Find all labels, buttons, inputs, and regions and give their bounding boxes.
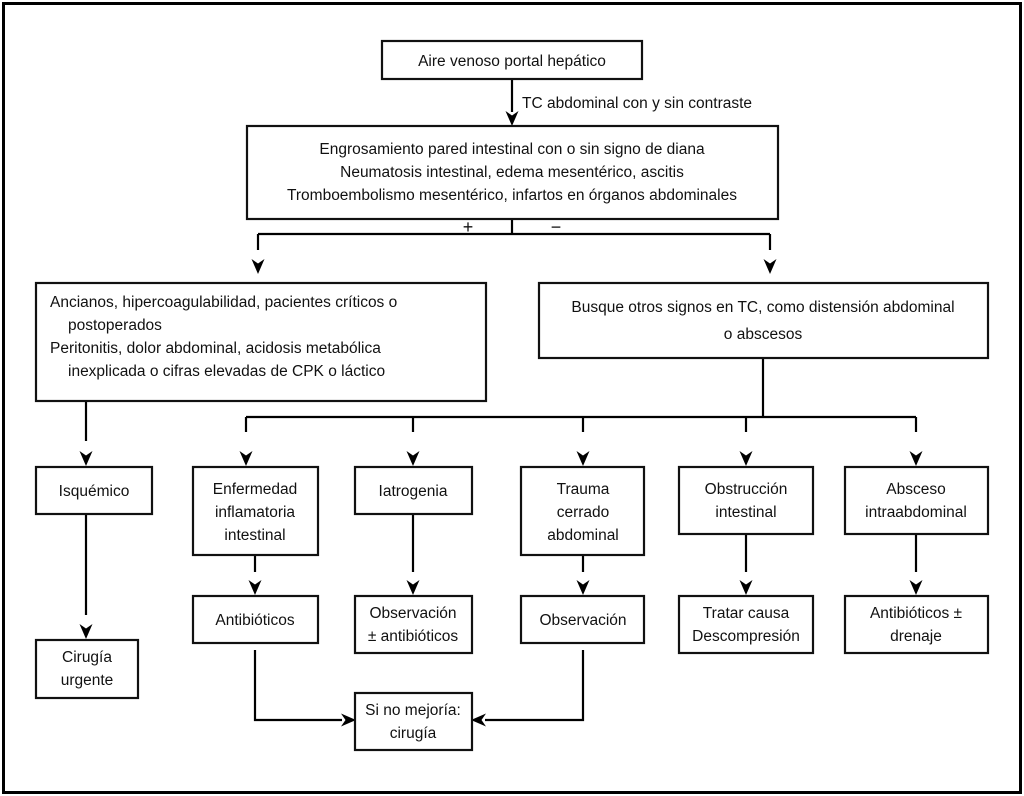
node-ibd-line-0: Enfermedad <box>213 481 297 498</box>
node-negative-branch[interactable]: Busque otros signos en TC, como distensi… <box>537 281 990 360</box>
node-urgent-surgery-box[interactable] <box>34 638 140 700</box>
node-negative-branch-line-1: o abscesos <box>724 326 803 343</box>
edge-root-to-findings <box>505 79 519 126</box>
node-urgent-surgery-line-0: Cirugía <box>62 649 112 666</box>
node-blunt-trauma[interactable]: Trauma cerrado abdominal <box>519 465 646 557</box>
node-ibd-line-1: inflamatoria <box>215 504 295 521</box>
node-treat-cause-line-1: Descompresión <box>692 628 800 645</box>
node-antibiotics-drainage[interactable]: Antibióticos ± drenaje <box>843 594 990 655</box>
node-antibiotics-line-0: Antibióticos <box>215 612 295 629</box>
node-abscess[interactable]: Absceso intraabdominal <box>843 465 990 536</box>
edge-trauma-to-observation <box>576 555 590 595</box>
edge-observation-to-no-improvement <box>471 650 585 727</box>
sign-negative: − <box>551 217 562 237</box>
node-ischemic[interactable]: Isquémico <box>34 465 154 516</box>
node-urgent-surgery[interactable]: Cirugía urgente <box>34 638 140 700</box>
node-iatrogenic[interactable]: Iatrogenia <box>353 465 474 516</box>
node-negative-branch-line-0: Busque otros signos en TC, como distensi… <box>571 299 954 316</box>
edge-ischemic-to-surgery <box>79 514 93 639</box>
node-observation-abx-line-0: Observación <box>369 605 456 622</box>
node-findings-box[interactable] <box>245 124 780 221</box>
node-blunt-trauma-line-2: abdominal <box>547 527 619 544</box>
node-findings-line-2: Tromboembolismo mesentérico, infartos en… <box>287 187 737 204</box>
node-no-improvement-box[interactable] <box>353 691 474 752</box>
node-root[interactable]: Aire venoso portal hepático <box>380 39 644 81</box>
node-abscess-box[interactable] <box>843 465 990 536</box>
node-findings-line-0: Engrosamiento pared intestinal con o sin… <box>319 141 705 158</box>
node-abscess-line-1: intraabdominal <box>865 504 967 521</box>
sign-positive: + <box>463 217 474 237</box>
edge-positive-to-ischemic <box>79 401 93 466</box>
node-observation-abx-line-1: ± antibióticos <box>368 628 459 645</box>
node-no-improvement-line-0: Si no mejoría: <box>365 702 461 719</box>
node-observation-box[interactable] <box>519 594 646 645</box>
node-treat-cause[interactable]: Tratar causa Descompresión <box>677 594 815 655</box>
node-treat-cause-box[interactable] <box>677 594 815 655</box>
node-antibiotics[interactable]: Antibióticos <box>191 594 320 645</box>
node-positive-branch-line-2: Peritonitis, dolor abdominal, acidosis m… <box>50 340 381 357</box>
node-ibd-box[interactable] <box>191 465 320 557</box>
edge-negative-bus <box>239 358 923 466</box>
node-bowel-obstruction[interactable]: Obstrucción intestinal <box>677 465 815 536</box>
node-positive-branch[interactable]: Ancianos, hipercoagulabilidad, pacientes… <box>34 281 488 403</box>
node-positive-branch-line-3: inexplicada o cifras elevadas de CPK o l… <box>68 363 385 380</box>
edge-abscess-to-drainage <box>909 534 923 595</box>
node-observation-abx-box[interactable] <box>353 594 474 655</box>
node-bowel-obstruction-line-0: Obstrucción <box>705 481 788 498</box>
node-negative-branch-box[interactable] <box>537 281 990 360</box>
node-bowel-obstruction-line-1: intestinal <box>715 504 776 521</box>
node-positive-branch-line-1: postoperados <box>68 317 162 334</box>
node-positive-branch-box[interactable] <box>34 281 488 403</box>
node-blunt-trauma-line-0: Trauma <box>557 481 610 498</box>
node-no-improvement-line-1: cirugía <box>390 725 437 742</box>
edge-obstruction-to-treat <box>739 534 753 595</box>
node-iatrogenic-box[interactable] <box>353 465 474 516</box>
node-iatrogenic-line-0: Iatrogenia <box>379 483 448 500</box>
node-blunt-trauma-box[interactable] <box>519 465 646 557</box>
node-antibiotics-drainage-line-0: Antibióticos ± <box>870 605 963 622</box>
node-antibiotics-drainage-line-1: drenaje <box>890 628 942 645</box>
node-ibd[interactable]: Enfermedad inflamatoria intestinal <box>191 465 320 557</box>
node-antibiotics-drainage-box[interactable] <box>843 594 990 655</box>
node-observation[interactable]: Observación <box>519 594 646 645</box>
node-findings[interactable]: Engrosamiento pared intestinal con o sin… <box>245 124 780 221</box>
node-blunt-trauma-line-1: cerrado <box>557 504 610 521</box>
node-ischemic-line-0: Isquémico <box>59 483 130 500</box>
edge-antibiotics-to-no-improvement <box>253 650 356 727</box>
edge-ibd-to-antibiotics <box>248 555 262 595</box>
edge-label-ct-scan: TC abdominal con y sin contraste <box>522 95 752 112</box>
node-findings-line-1: Neumatosis intestinal, edema mesentérico… <box>340 164 684 181</box>
node-abscess-line-0: Absceso <box>886 481 945 498</box>
node-ischemic-box[interactable] <box>34 465 154 516</box>
node-ibd-line-2: intestinal <box>224 527 285 544</box>
node-observation-abx[interactable]: Observación ± antibióticos <box>353 594 474 655</box>
node-antibiotics-box[interactable] <box>191 594 320 645</box>
node-bowel-obstruction-box[interactable] <box>677 465 815 536</box>
node-root-line-0: Aire venoso portal hepático <box>418 53 606 70</box>
node-urgent-surgery-line-1: urgente <box>61 672 114 689</box>
node-positive-branch-line-0: Ancianos, hipercoagulabilidad, pacientes… <box>50 294 397 311</box>
node-root-box[interactable] <box>380 39 644 81</box>
edge-iatrogenic-to-observation-abx <box>406 514 420 595</box>
node-no-improvement[interactable]: Si no mejoría: cirugía <box>353 691 474 752</box>
node-observation-line-0: Observación <box>539 612 626 629</box>
node-treat-cause-line-0: Tratar causa <box>703 605 790 622</box>
edge-findings-split <box>251 219 777 274</box>
